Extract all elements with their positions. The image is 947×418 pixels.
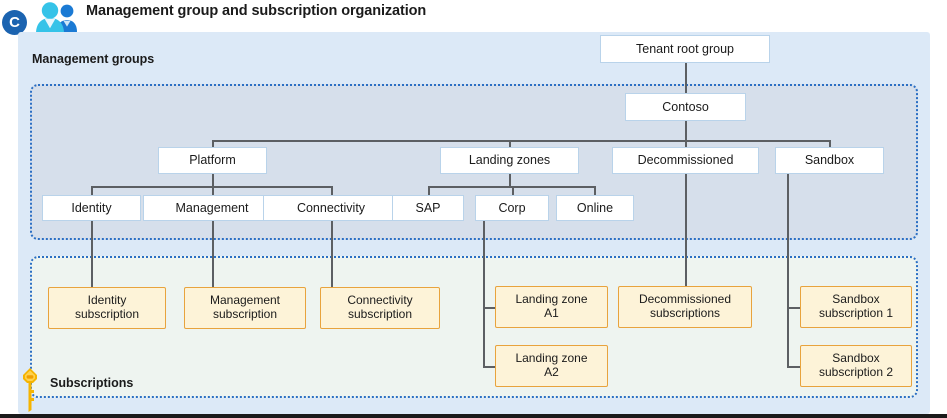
connector-management-to-subscription	[212, 221, 214, 288]
node-contoso[interactable]: Contoso	[625, 93, 746, 121]
node-tenant-root-group[interactable]: Tenant root group	[600, 35, 770, 63]
connector-to-sandbox	[829, 140, 831, 150]
node-landing-zone-a1[interactable]: Landing zone A1	[495, 286, 608, 328]
node-identity[interactable]: Identity	[42, 195, 141, 221]
node-platform[interactable]: Platform	[158, 147, 267, 174]
node-management[interactable]: Management	[143, 195, 281, 221]
node-sandbox-subscription-2[interactable]: Sandbox subscription 2	[800, 345, 912, 387]
connector-to-decommissioned	[685, 140, 687, 150]
connector-to-management	[212, 186, 214, 196]
connector-platform-down	[212, 174, 214, 188]
connector-to-identity	[91, 186, 93, 196]
node-online[interactable]: Online	[556, 195, 634, 221]
subscriptions-panel	[30, 256, 918, 398]
people-icon	[36, 2, 77, 34]
copyright-badge-icon: C	[2, 10, 27, 35]
connector-decommissioned-to-subscriptions	[685, 174, 687, 288]
node-management-subscription[interactable]: Management subscription	[184, 287, 306, 329]
connector-corp-to-lz-a2	[483, 366, 495, 368]
page-title: Management group and subscription organi…	[86, 3, 427, 19]
key-icon	[23, 368, 37, 412]
connector-corp-to-lz-a1	[483, 307, 495, 309]
connector-connectivity-to-subscription	[331, 221, 333, 288]
node-decommissioned-subscriptions[interactable]: Decommissioned subscriptions	[618, 286, 752, 328]
management-groups-label: Management groups	[32, 52, 155, 66]
connector-contoso-down	[685, 121, 687, 142]
node-sandbox[interactable]: Sandbox	[775, 147, 884, 174]
connector-sandbox-to-sub2	[787, 366, 800, 368]
connector-sandbox-down	[787, 174, 789, 368]
connector-corp-down	[483, 221, 485, 368]
subscriptions-label: Subscriptions	[50, 376, 134, 390]
connector-identity-to-subscription	[91, 221, 93, 288]
node-connectivity[interactable]: Connectivity	[263, 195, 399, 221]
connector-to-connectivity	[331, 186, 333, 196]
node-landing-zones[interactable]: Landing zones	[440, 147, 579, 174]
header: C Management group and subscription orga…	[0, 0, 947, 35]
connector-to-landing-zones	[509, 140, 511, 150]
connector-to-platform	[212, 140, 214, 150]
connector-landingzones-bus	[428, 186, 595, 188]
connector-sandbox-to-sub1	[787, 307, 800, 309]
connector-tier2-bus	[212, 140, 831, 142]
node-decommissioned[interactable]: Decommissioned	[612, 147, 759, 174]
connector-to-sap	[428, 186, 430, 196]
badge-letter: C	[9, 13, 20, 31]
node-corp[interactable]: Corp	[475, 195, 549, 221]
node-connectivity-subscription[interactable]: Connectivity subscription	[320, 287, 440, 329]
connector-tenant-to-contoso	[685, 63, 687, 95]
connector-landingzones-down	[509, 174, 511, 188]
node-sap[interactable]: SAP	[392, 195, 464, 221]
node-landing-zone-a2[interactable]: Landing zone A2	[495, 345, 608, 387]
connector-to-online	[594, 186, 596, 196]
connector-to-corp	[512, 186, 514, 196]
node-sandbox-subscription-1[interactable]: Sandbox subscription 1	[800, 286, 912, 328]
node-identity-subscription[interactable]: Identity subscription	[48, 287, 166, 329]
